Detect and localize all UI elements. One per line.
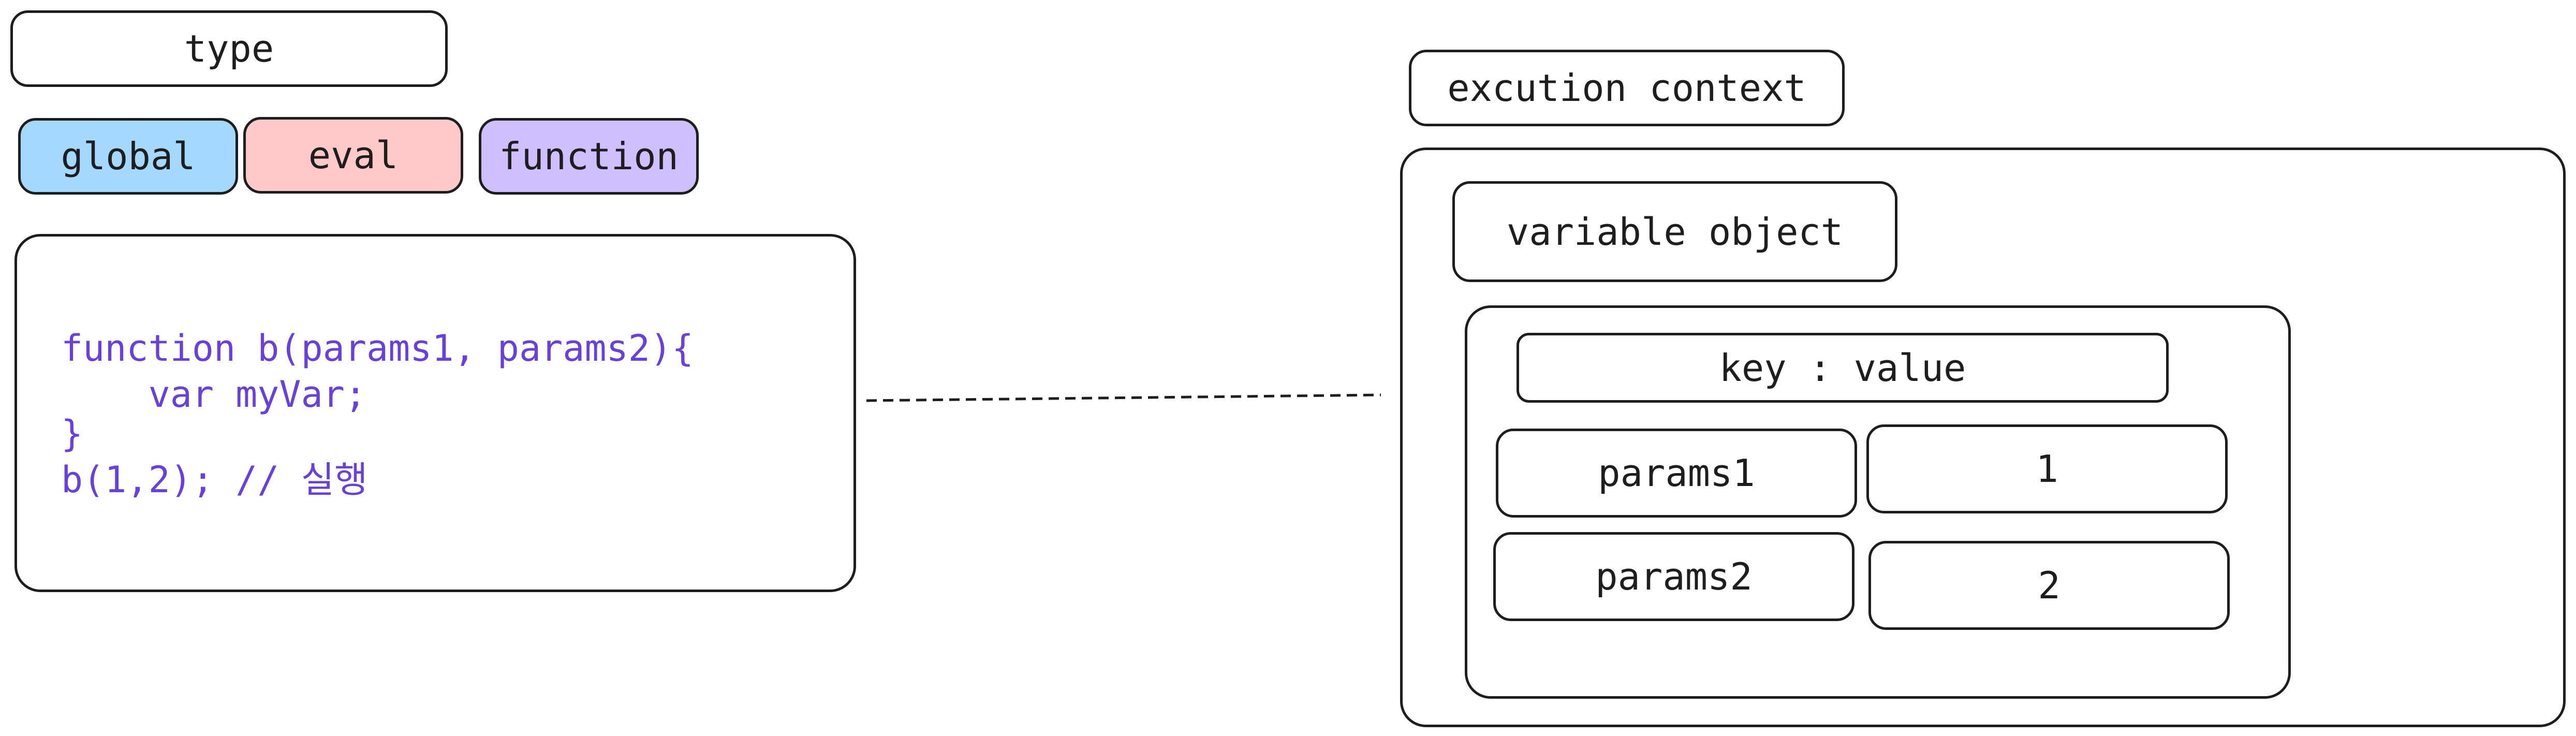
execution-context-label: excution context <box>1409 50 1845 126</box>
code-line-3: } <box>61 413 83 455</box>
variable-object-container <box>1465 305 2291 699</box>
execution-context-container <box>1400 148 2566 727</box>
param-key-cell: params1 <box>1496 429 1857 518</box>
variable-object-label: variable object <box>1452 181 1897 282</box>
param-value-cell: 2 <box>1868 541 2230 630</box>
type-global-box: global <box>18 118 238 195</box>
code-box <box>14 234 856 592</box>
code-line-4: b(1,2); // 실행 <box>61 459 368 501</box>
code-line-1: function b(params1, params2){ <box>61 327 694 370</box>
param-key-cell: params2 <box>1493 532 1854 621</box>
type-eval-box: eval <box>243 117 463 194</box>
type-label: type <box>10 10 448 87</box>
key-value-header: key : value <box>1517 333 2169 403</box>
param-value-cell: 1 <box>1866 424 2228 513</box>
type-function-box: function <box>479 118 699 195</box>
code-line-2: var myVar; <box>61 373 367 416</box>
